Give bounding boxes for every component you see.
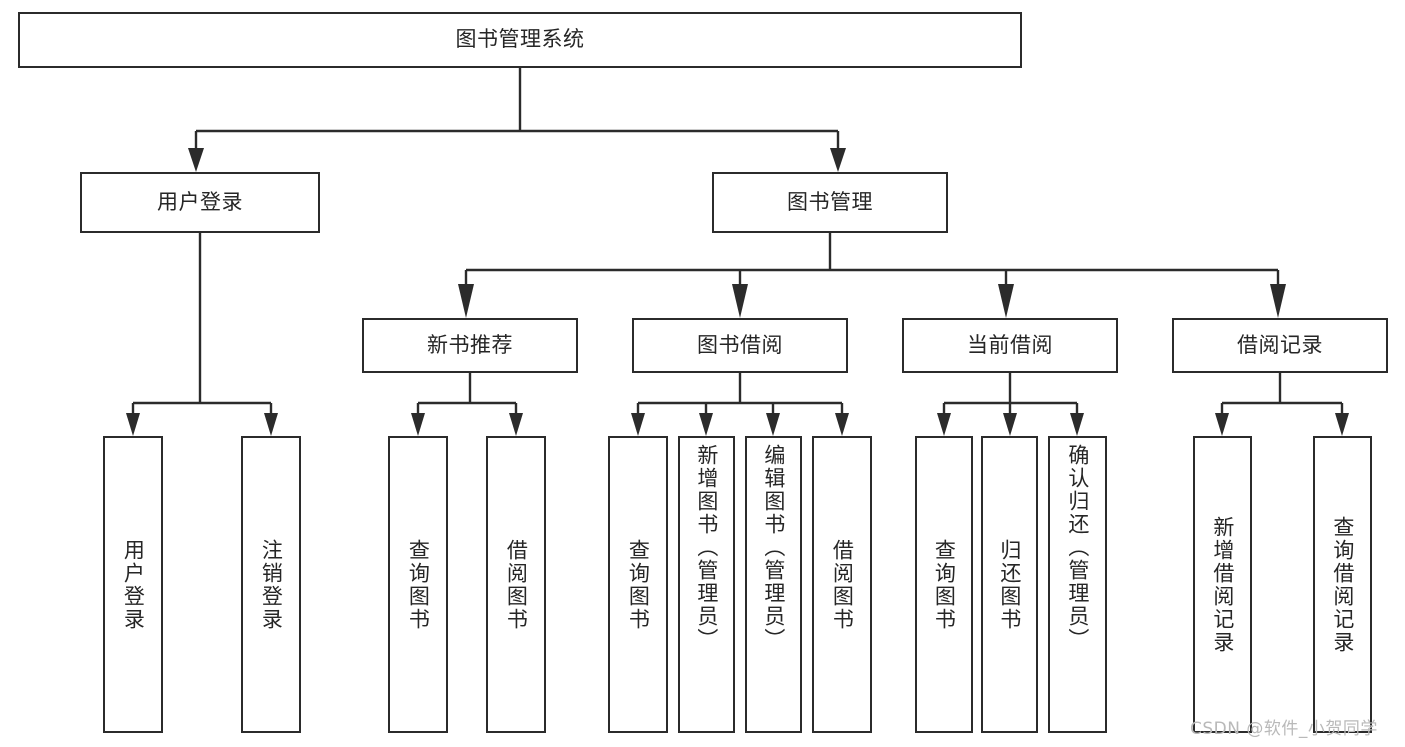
node-leaf-query-borrow-record[interactable]: 查询借阅记录 <box>1313 436 1372 733</box>
node-borrow-record[interactable]: 借阅记录 <box>1172 318 1388 373</box>
node-label: 图书借阅 <box>697 332 783 357</box>
node-label: 借阅图书 <box>504 538 529 631</box>
node-leaf-user-login[interactable]: 用户登录 <box>103 436 163 733</box>
node-label: 编辑图书（管理员） <box>761 444 786 651</box>
node-label: 用户登录 <box>121 538 146 631</box>
node-label: 新书推荐 <box>427 332 513 357</box>
node-leaf-query-book-borrow[interactable]: 查询图书 <box>608 436 668 733</box>
node-label: 归还图书 <box>997 538 1022 631</box>
node-label: 查询借阅记录 <box>1330 515 1355 654</box>
node-label: 查询图书 <box>932 538 957 631</box>
node-leaf-return-book[interactable]: 归还图书 <box>981 436 1038 733</box>
node-book-management[interactable]: 图书管理 <box>712 172 948 233</box>
node-leaf-borrow-book[interactable]: 借阅图书 <box>812 436 872 733</box>
node-label: 查询图书 <box>626 538 651 631</box>
watermark-text: CSDN @软件_小贺同学 <box>1190 719 1378 739</box>
node-leaf-add-borrow-record[interactable]: 新增借阅记录 <box>1193 436 1252 733</box>
node-leaf-logout[interactable]: 注销登录 <box>241 436 301 733</box>
node-label: 确认归还（管理员） <box>1065 444 1090 651</box>
node-book-borrow[interactable]: 图书借阅 <box>632 318 848 373</box>
node-label: 新增图书（管理员） <box>694 444 719 651</box>
node-label: 借阅记录 <box>1237 332 1323 357</box>
node-leaf-borrow-book-recommend[interactable]: 借阅图书 <box>486 436 546 733</box>
node-label: 新增借阅记录 <box>1210 515 1235 654</box>
node-label: 查询图书 <box>406 538 431 631</box>
node-label: 图书管理系统 <box>455 27 585 52</box>
node-leaf-query-book-recommend[interactable]: 查询图书 <box>388 436 448 733</box>
node-label: 当前借阅 <box>967 332 1053 357</box>
node-leaf-add-book-admin[interactable]: 新增图书（管理员） <box>678 436 735 733</box>
node-root-library-management-system[interactable]: 图书管理系统 <box>18 12 1022 68</box>
node-leaf-edit-book-admin[interactable]: 编辑图书（管理员） <box>745 436 802 733</box>
node-label: 用户登录 <box>157 189 243 214</box>
node-new-book-recommend[interactable]: 新书推荐 <box>362 318 578 373</box>
node-label: 图书管理 <box>787 189 873 214</box>
node-leaf-confirm-return-admin[interactable]: 确认归还（管理员） <box>1048 436 1107 733</box>
node-leaf-query-book-current[interactable]: 查询图书 <box>915 436 973 733</box>
node-current-borrow[interactable]: 当前借阅 <box>902 318 1118 373</box>
node-label: 注销登录 <box>259 538 284 631</box>
node-user-login[interactable]: 用户登录 <box>80 172 320 233</box>
node-label: 借阅图书 <box>830 538 855 631</box>
